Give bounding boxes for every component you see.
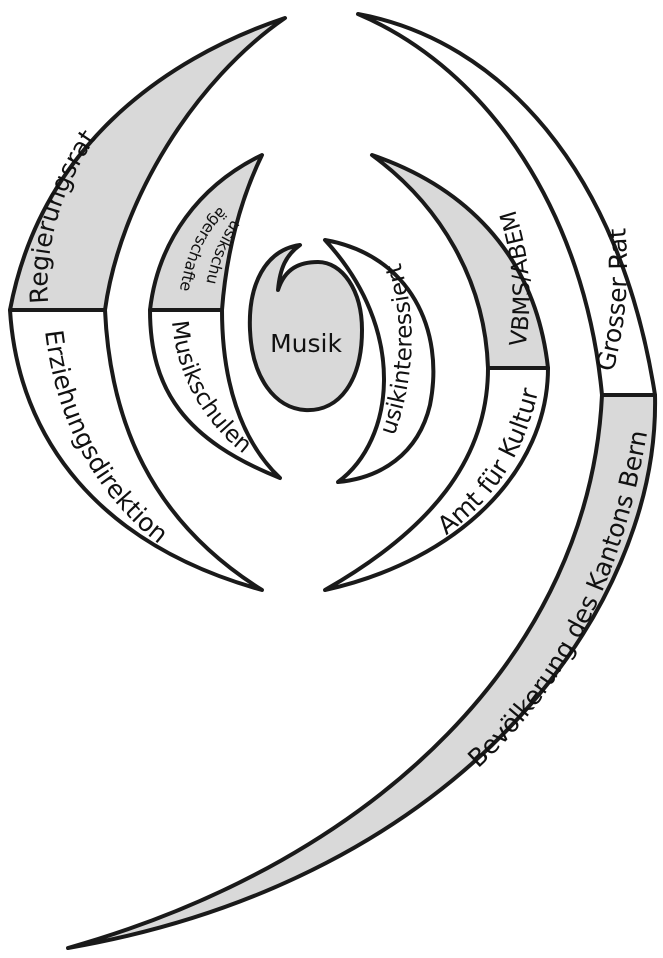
label-musik: Musik	[270, 329, 342, 358]
center-musik	[250, 245, 362, 410]
